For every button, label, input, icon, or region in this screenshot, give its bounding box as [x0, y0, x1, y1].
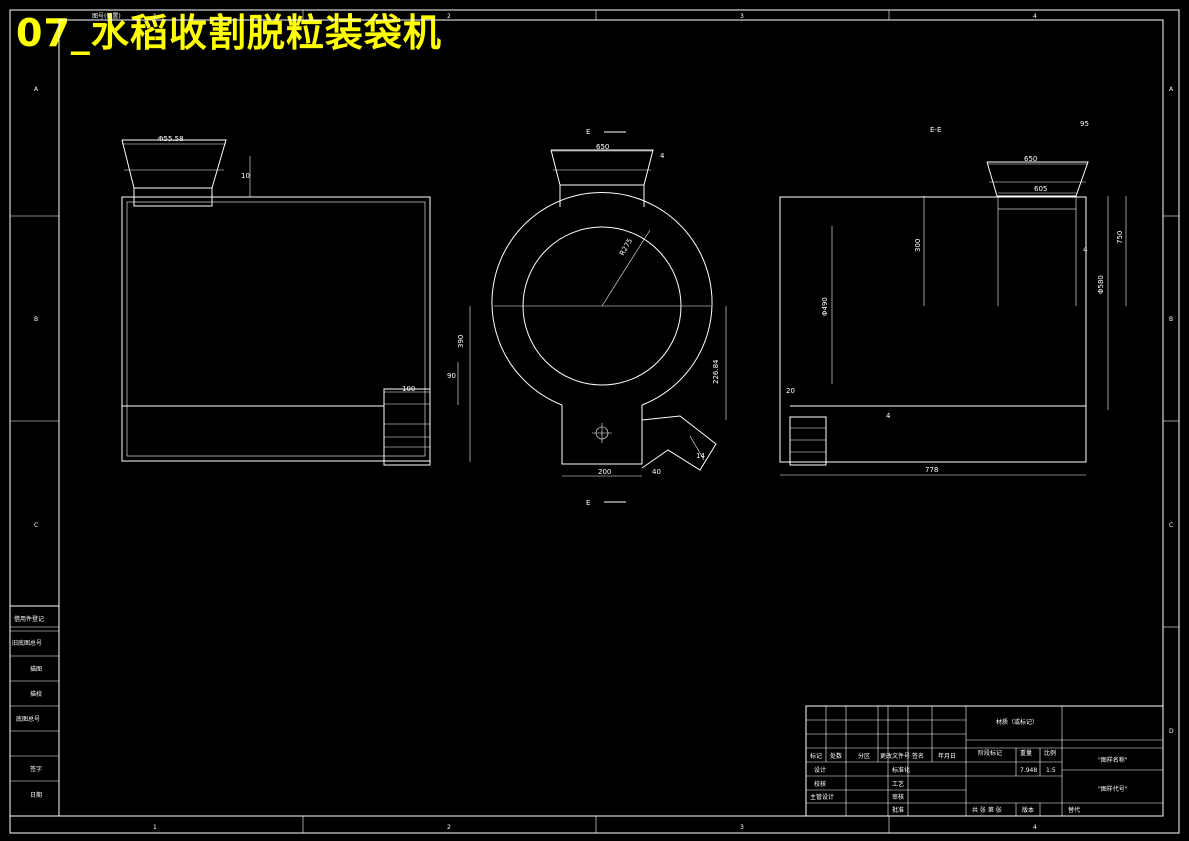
- side-record-table: 借用件登记 旧底图总号 描图 描校 底图总号 签字 日期: [9, 605, 60, 817]
- top-zone-ticks: 1 2 3 4 图号(倒置): [92, 10, 1037, 20]
- top-left-tag: 图号(倒置): [92, 12, 121, 20]
- side-table-row-5: 签字: [30, 765, 42, 773]
- side-dim-8: 20: [786, 387, 795, 395]
- left-zone-ticks: A B C: [10, 86, 59, 628]
- side-table-row-3: 描校: [30, 690, 42, 698]
- right-zone-ticks: A B C D: [1163, 86, 1179, 735]
- right-row-c: C: [1169, 522, 1173, 529]
- tb-header-1: 处数: [830, 752, 842, 760]
- bottom-col-4: 4: [1033, 824, 1037, 831]
- side-dim-6: Φ580: [1097, 275, 1105, 294]
- section-dim-2: R275: [618, 237, 634, 257]
- side-table-row-1: 旧底图总号: [12, 639, 42, 647]
- tb-header-3: 更改文件号: [880, 752, 910, 760]
- side-table-row-6: 日期: [30, 791, 42, 799]
- bottom-zone-ticks: 1 2 3 4: [153, 816, 1037, 833]
- top-col-4: 4: [1033, 13, 1037, 20]
- tb-drawing-name: "图样名称": [1098, 756, 1128, 764]
- tb-replace: 替代: [1068, 806, 1080, 814]
- section-dim-3: 390: [457, 335, 465, 348]
- side-view: E-E 95 650 605 300 750 4 Φ580 Φ490 20 4 …: [779, 120, 1127, 476]
- front-dim-1: 10: [241, 172, 250, 180]
- title-block: 材质（或标记） "图样名称" "图样代号" 阶段标记 重量 比例 7.948 1…: [805, 705, 1164, 817]
- left-row-c: C: [34, 522, 38, 529]
- side-dim-5: 4: [1083, 246, 1088, 254]
- tb-role2-3: 批准: [892, 806, 904, 814]
- bottom-col-2: 2: [447, 824, 451, 831]
- tb-version: 版本: [1022, 806, 1034, 814]
- side-view-label: E-E: [930, 126, 941, 134]
- tb-role-1: 校核: [814, 780, 826, 788]
- bottom-col-3: 3: [740, 824, 744, 831]
- tb-drawing-code: "图样代号": [1098, 785, 1128, 793]
- top-col-2: 2: [447, 13, 451, 20]
- section-label-top: E: [586, 128, 590, 136]
- section-dim-4: 226.84: [712, 359, 720, 384]
- side-dim-9: 4: [886, 412, 891, 420]
- tb-scale: 1:5: [1046, 767, 1056, 774]
- side-table-row-0: 借用件登记: [14, 615, 44, 623]
- side-dim-3: 300: [914, 239, 922, 252]
- tb-role2-1: 工艺: [892, 780, 904, 788]
- top-col-1: 1: [153, 13, 157, 20]
- right-row-d: D: [1169, 728, 1174, 735]
- tb-header-4: 签名: [912, 752, 924, 760]
- side-dim-4: 750: [1116, 231, 1124, 244]
- side-table-row-2: 描图: [30, 665, 42, 673]
- bottom-col-1: 1: [153, 824, 157, 831]
- front-view: Φ55.58 10 100 90: [121, 135, 459, 466]
- front-dim-0: Φ55.58: [158, 135, 184, 143]
- section-label-bottom: E: [586, 499, 590, 507]
- tb-sheets: 共 张 第 张: [972, 806, 1002, 814]
- front-dim-2: 100: [402, 385, 415, 393]
- top-col-3: 3: [740, 13, 744, 20]
- right-row-a: A: [1169, 86, 1174, 93]
- front-dim-3: 90: [447, 372, 456, 380]
- left-row-b: B: [34, 316, 38, 323]
- section-dim-5: 200: [598, 468, 611, 476]
- side-dim-7: Φ490: [821, 297, 829, 316]
- tb-header-0: 标记: [810, 752, 822, 760]
- section-dim-1: 4: [660, 152, 665, 160]
- side-dim-10: 778: [925, 466, 938, 474]
- tb-role-2: 主管设计: [810, 793, 834, 801]
- section-dim-0: 650: [596, 143, 609, 151]
- section-view: E E 650 4 R275 390 226.84 200 40 14: [457, 128, 727, 507]
- side-dim-2: 605: [1034, 185, 1047, 193]
- side-table-row-4: 底图总号: [16, 715, 40, 723]
- tb-role2-0: 标准化: [892, 766, 910, 774]
- outer-frame: [9, 9, 1180, 834]
- tb-role-0: 设计: [814, 766, 826, 774]
- tb-weight: 7.948: [1020, 767, 1037, 774]
- section-dim-6: 40: [652, 468, 661, 476]
- tb-header-5: 年月日: [938, 752, 956, 760]
- tb-material: 材质（或标记）: [996, 718, 1038, 726]
- tb-role2-2: 审核: [892, 793, 904, 801]
- inner-frame: [58, 19, 1164, 817]
- tb-weight-label: 重量: [1020, 749, 1032, 757]
- tb-scale-label: 比例: [1044, 749, 1056, 757]
- side-dim-0: 95: [1080, 120, 1089, 128]
- left-row-a: A: [34, 86, 39, 93]
- right-row-b: B: [1169, 316, 1173, 323]
- section-dim-7: 14: [696, 452, 705, 460]
- tb-header-2: 分区: [858, 752, 870, 760]
- side-dim-1: 650: [1024, 155, 1037, 163]
- tb-stage-label: 阶段标记: [978, 749, 1002, 757]
